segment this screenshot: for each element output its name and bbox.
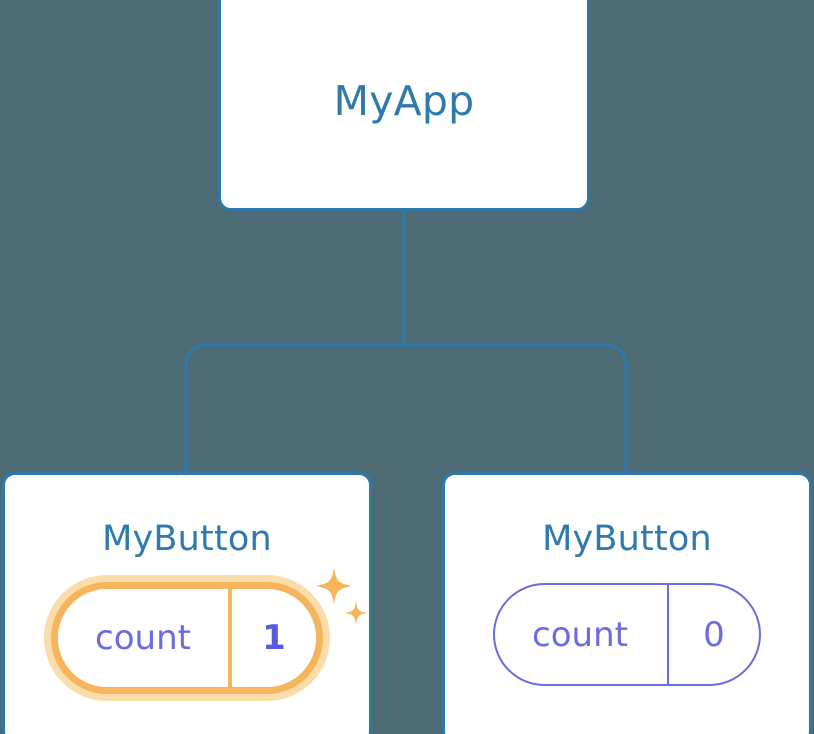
state-value: 0 <box>703 614 725 655</box>
state-pill-wrapper: count 1 <box>44 557 368 701</box>
state-key: count <box>495 585 669 684</box>
sparkle-small-icon <box>344 601 368 625</box>
pill-content: count 1 <box>58 589 316 687</box>
node-title: MyButton <box>102 519 272 559</box>
node-title: MyButton <box>542 519 712 559</box>
connector-branch-right <box>404 343 628 474</box>
node-card-myapp[interactable]: MyApp <box>218 0 590 211</box>
state-value: 1 <box>262 618 286 658</box>
state-pill-highlighted[interactable]: count 1 <box>44 567 368 701</box>
connector-branch-left <box>184 343 404 474</box>
state-key: count <box>58 589 232 687</box>
state-pill[interactable]: count 0 <box>493 583 761 686</box>
sparkle-large-icon <box>316 567 352 605</box>
node-title: MyApp <box>333 77 475 125</box>
state-pill-wrapper: count 0 <box>493 557 761 686</box>
node-card-mybutton-1[interactable]: MyButton count 1 <box>2 472 372 734</box>
node-card-mybutton-2[interactable]: MyButton count 0 <box>442 472 812 734</box>
pill-glow-halo <box>44 575 330 701</box>
